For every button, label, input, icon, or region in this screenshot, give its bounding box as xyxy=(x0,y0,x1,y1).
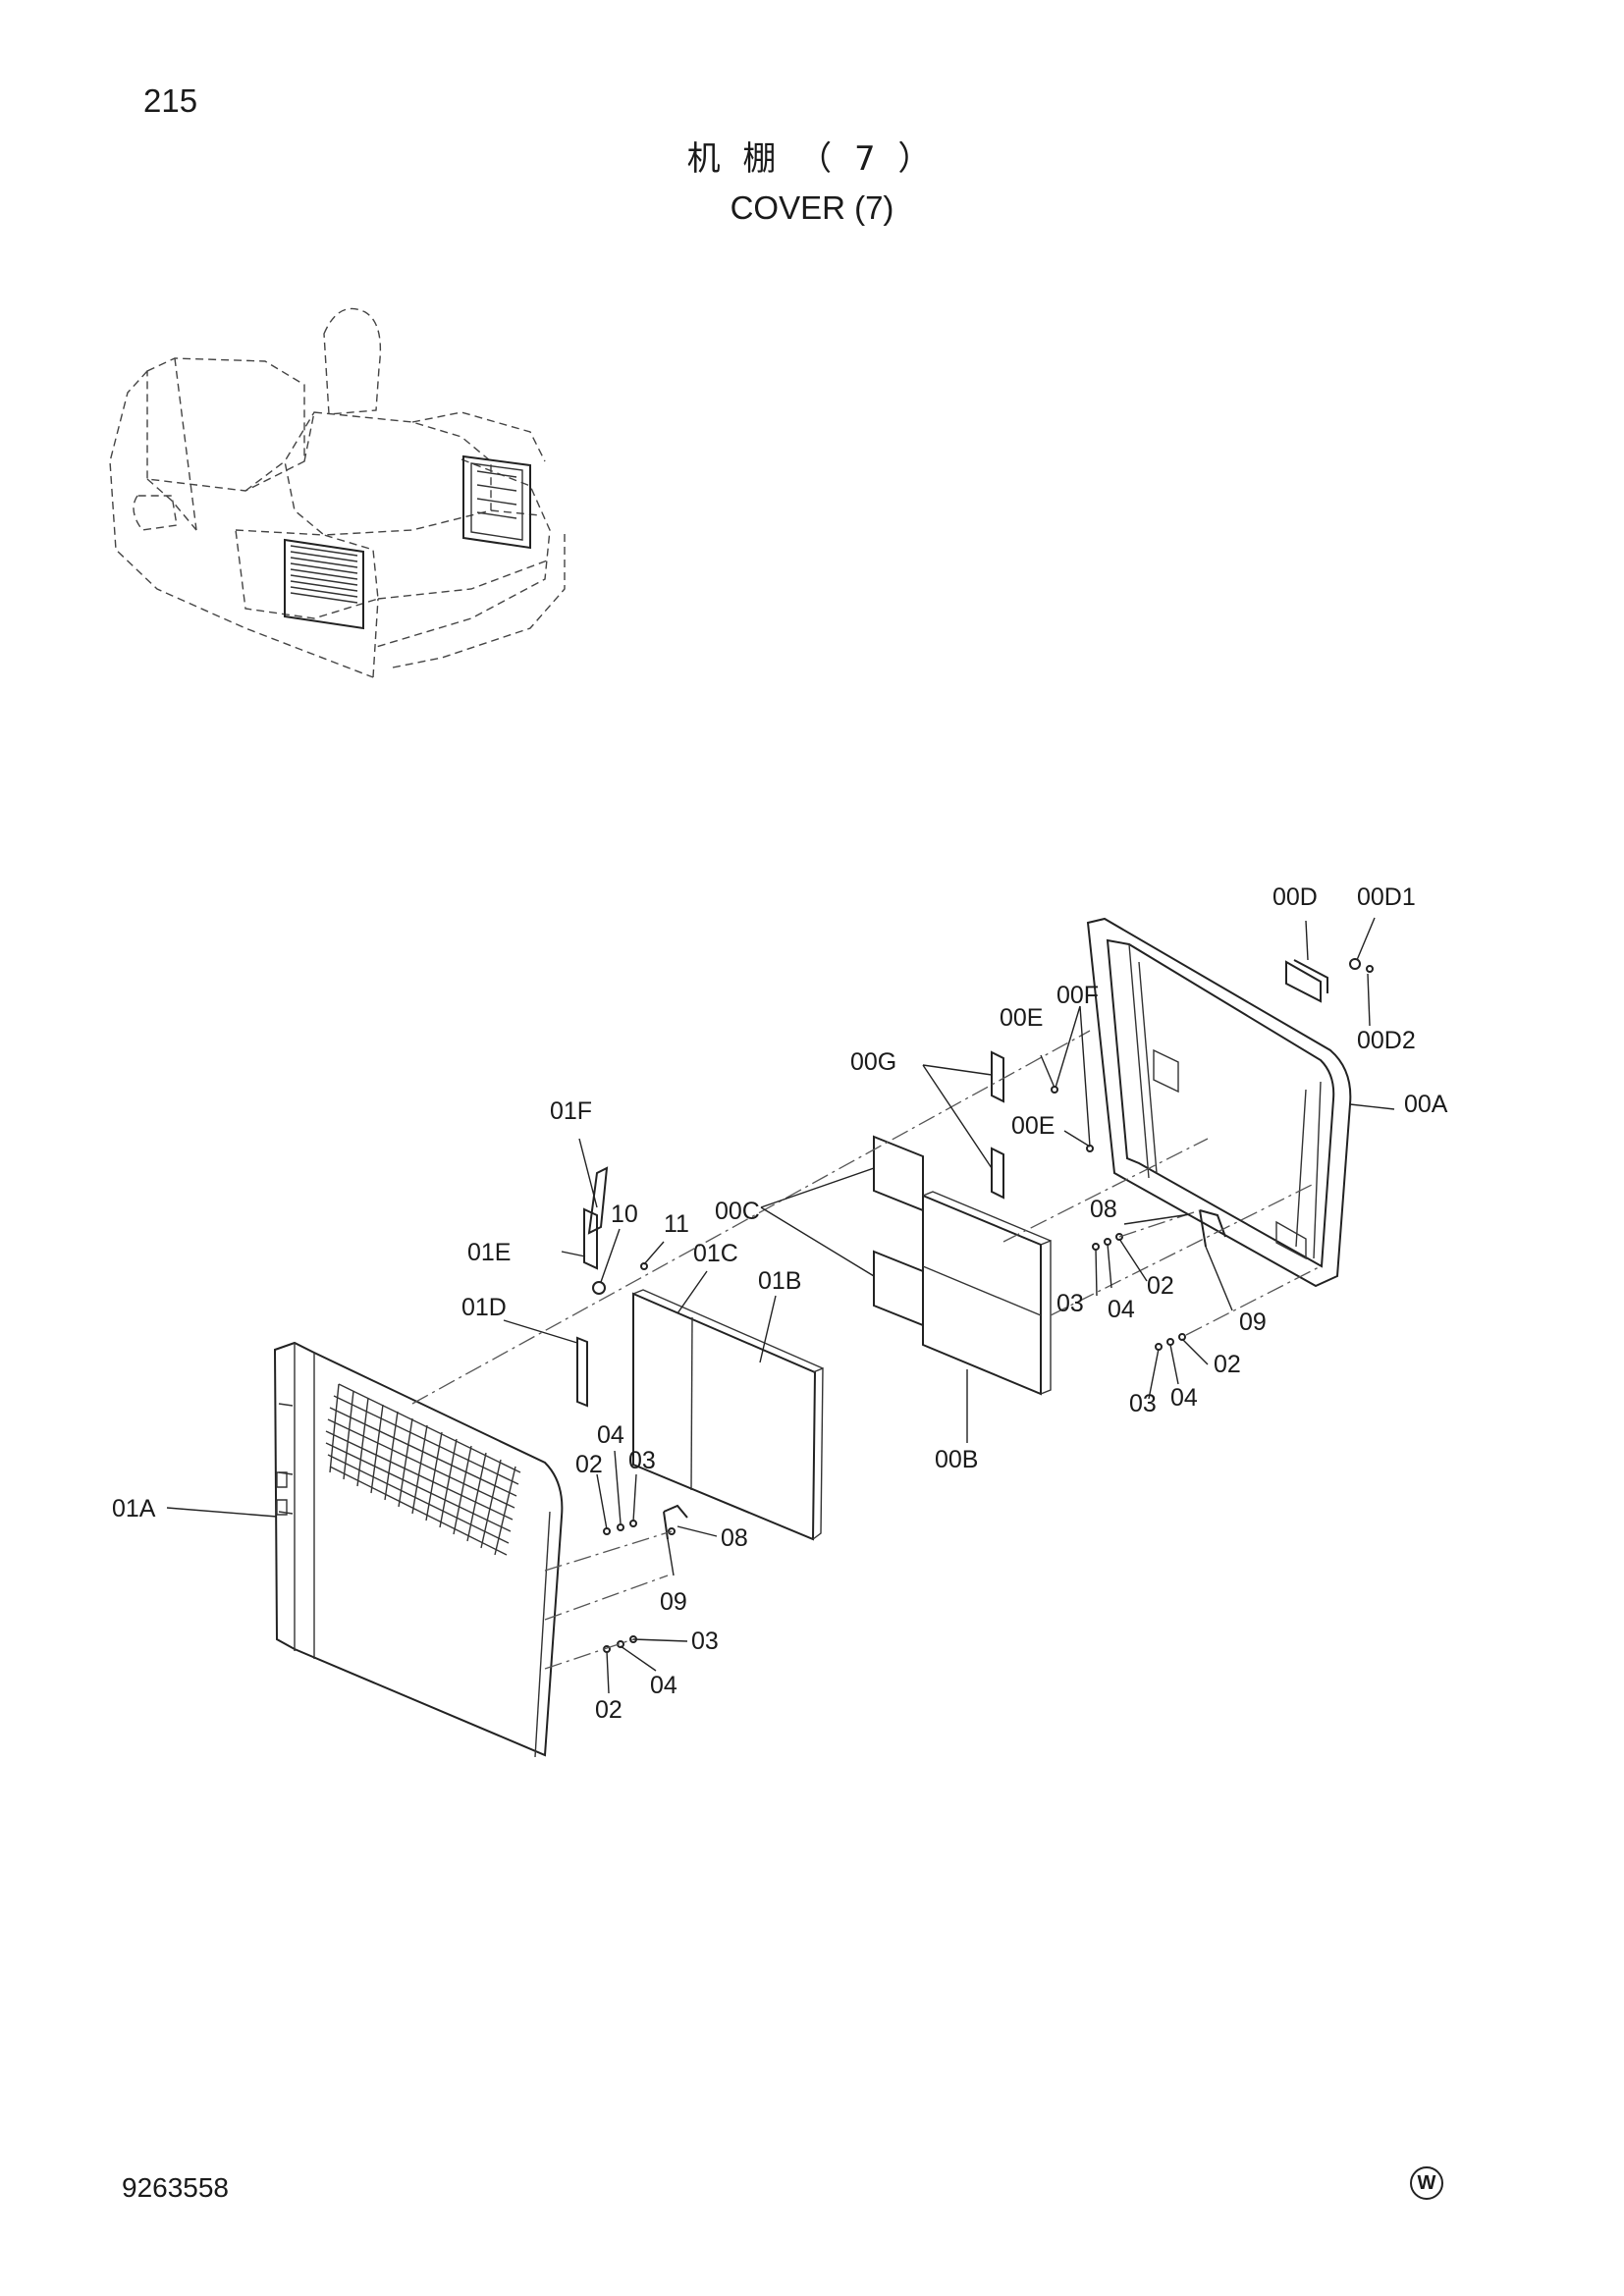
leader-lines xyxy=(166,917,1395,1694)
callout-00E-lower: 00E xyxy=(1011,1112,1055,1140)
callout-00B: 00B xyxy=(935,1446,978,1473)
callout-00F: 00F xyxy=(1056,982,1099,1009)
callout-01B: 01B xyxy=(758,1267,801,1295)
clip-10 xyxy=(592,1281,606,1295)
frame-00A xyxy=(1086,917,1352,1288)
callout-02-right-lower: 02 xyxy=(1214,1351,1241,1378)
fasteners xyxy=(603,1086,1186,1653)
insulation-pad-00C-00B xyxy=(873,1135,1052,1396)
nut-00D1 xyxy=(1349,958,1361,970)
callout-02-left-lower: 02 xyxy=(595,1696,623,1724)
callout-01E: 01E xyxy=(467,1239,511,1266)
callout-03-right-lower: 03 xyxy=(1129,1390,1157,1417)
document-number: 9263558 xyxy=(122,2172,230,2203)
callout-02-left-upper: 02 xyxy=(575,1451,603,1478)
callout-01C: 01C xyxy=(693,1240,738,1267)
callout-08-right: 08 xyxy=(1090,1196,1117,1223)
callout-01A: 01A xyxy=(112,1495,156,1522)
seal-01E-01F xyxy=(583,1166,609,1270)
callout-00E-upper: 00E xyxy=(1000,1004,1043,1032)
title-chinese: 机 棚 （ 7 ） xyxy=(686,139,938,179)
callout-01D: 01D xyxy=(461,1294,507,1321)
seal-strip-01D xyxy=(576,1336,588,1408)
callout-04-right-lower: 04 xyxy=(1170,1384,1198,1412)
w-circle-mark-icon: W xyxy=(1410,2166,1443,2200)
insulation-pad-01C-01B xyxy=(632,1289,824,1541)
callout-09-right: 09 xyxy=(1239,1308,1267,1336)
callout-03-left-upper: 03 xyxy=(628,1447,656,1474)
washer-00D2 xyxy=(1366,965,1374,973)
bracket-00D xyxy=(1285,959,1328,1003)
callout-02-right-upper: 02 xyxy=(1147,1272,1174,1300)
callout-labels: 00D 00D1 00D2 00A 00F 00E 00E 00G 00C 00… xyxy=(112,883,1448,1724)
page-number: 215 xyxy=(143,82,198,119)
callout-00D: 00D xyxy=(1272,883,1318,911)
cover-panel-01A xyxy=(273,1341,564,1758)
excavator-overview-icon xyxy=(109,307,566,678)
callout-04-left-lower: 04 xyxy=(650,1672,677,1699)
callout-03-right-upper: 03 xyxy=(1056,1290,1084,1317)
callout-08-left: 08 xyxy=(721,1524,748,1552)
callout-10: 10 xyxy=(611,1201,638,1228)
title-english: COVER (7) xyxy=(730,189,894,226)
callout-04-right-upper: 04 xyxy=(1108,1296,1135,1323)
callout-00G: 00G xyxy=(850,1048,896,1076)
callout-00D2: 00D2 xyxy=(1357,1027,1416,1054)
callout-09-left: 09 xyxy=(660,1588,687,1616)
callout-11: 11 xyxy=(664,1210,689,1238)
bracket-08-left xyxy=(663,1504,688,1540)
callout-00C: 00C xyxy=(715,1198,760,1225)
callout-01F: 01F xyxy=(550,1097,592,1125)
seal-00G xyxy=(991,1050,1004,1200)
callout-00A: 00A xyxy=(1404,1091,1448,1118)
callout-00D1: 00D1 xyxy=(1357,883,1416,911)
assembly-lines xyxy=(411,1030,1322,1670)
callout-03-left-lower: 03 xyxy=(691,1628,719,1655)
callout-04-left-upper: 04 xyxy=(597,1421,624,1449)
title-block: 机 棚 （ 7 ） COVER (7) xyxy=(0,132,1624,227)
louvre-slots xyxy=(325,1383,521,1556)
